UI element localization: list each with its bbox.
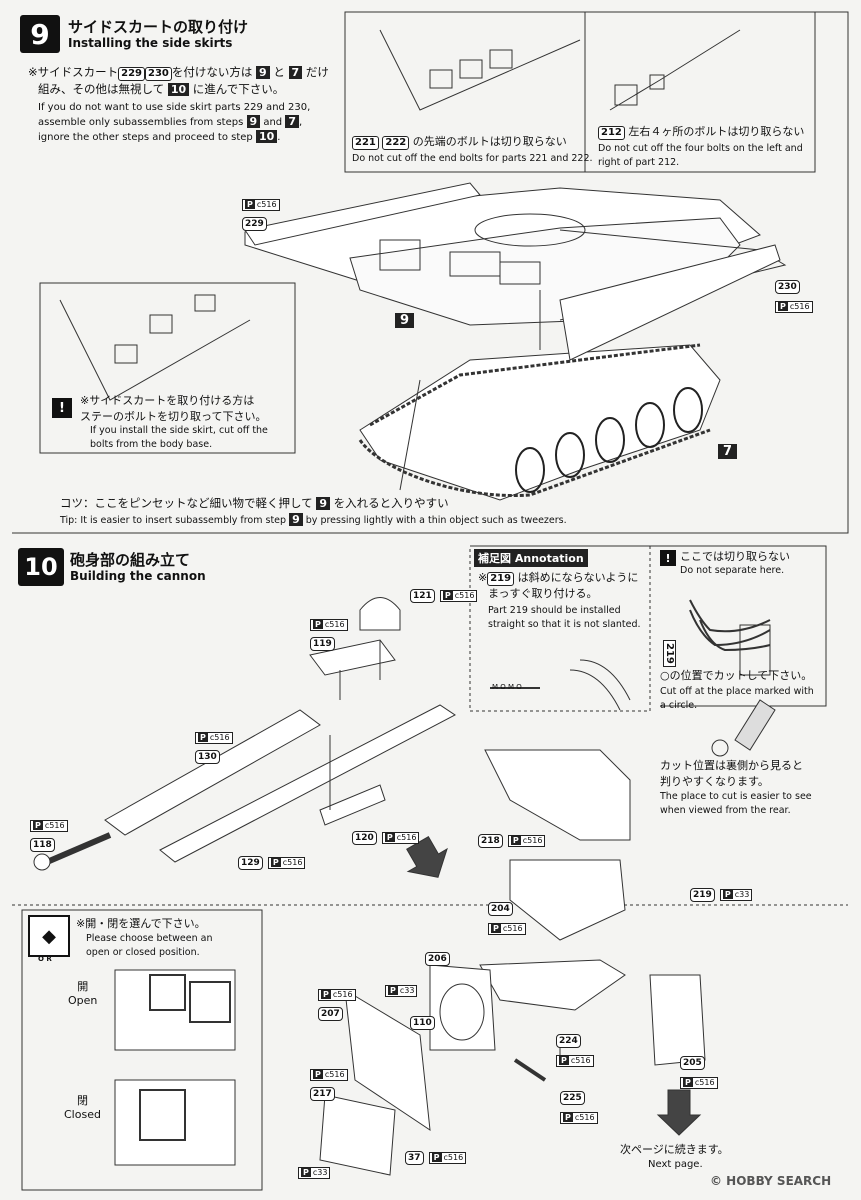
annotation-jp: ※219 は斜めにならないように まっすぐ取り付ける。 xyxy=(478,571,639,600)
label-step-9: 9 xyxy=(395,313,415,328)
step-9-note-jp-line2: 組み、その他は無視して 10 に進んで下さい。 xyxy=(38,82,285,96)
circle-note-en: Cut off at the place marked with a circl… xyxy=(660,686,814,711)
cut-note-jp: ここでは切り取らない xyxy=(680,550,790,563)
open-close-icon: ◆ xyxy=(28,915,70,957)
callout-212-jp: 212 左右４ヶ所のボルトは切り取らない xyxy=(598,124,804,140)
callout-212-en: Do not cut off the four bolts on the lef… xyxy=(598,143,803,168)
cut-note-en: Do not separate here. xyxy=(680,565,785,576)
caution-icon: ! xyxy=(52,398,72,418)
or-label: O R xyxy=(38,955,52,963)
position-select-jp: ※開・閉を選んで下さい。 xyxy=(76,917,206,930)
part-219-vertical: 219 xyxy=(663,640,676,667)
callout-221-en: Do not cut off the end bolts for parts 2… xyxy=(352,153,593,164)
callout-221-jp: 221 222 の先端のボルトは切り取らない xyxy=(352,134,567,150)
closed-label: 閉 Closed xyxy=(64,1094,101,1121)
step-10-title-jp: 砲身部の組み立て xyxy=(70,551,191,569)
annotation-ruler: M O M O xyxy=(492,683,522,691)
step-9-badge: 9 xyxy=(20,15,60,53)
step-10-badge: 10 xyxy=(18,548,64,586)
step-9-note-en: If you do not want to use side skirt par… xyxy=(38,102,311,143)
step-10-title-en: Building the cannon xyxy=(70,569,206,583)
open-label: 開 Open xyxy=(68,980,98,1007)
part-110-tag: 110 xyxy=(410,1010,435,1030)
inset-note-jp: ※サイドスカートを取り付ける方は ステーのボルトを切り取って下さい。 xyxy=(80,394,267,423)
label-step-7: 7 xyxy=(718,444,738,459)
next-page-en: Next page. xyxy=(648,1159,703,1170)
next-page-jp: 次ページに続きます。 xyxy=(620,1143,729,1156)
circle-note-jp: ○の位置でカットして下さい。 xyxy=(660,669,813,682)
tip-jp: コツ：ここをピンセットなど細い物で軽く押して 9 を入れると入りやすい xyxy=(60,496,449,510)
step-9-title-en: Installing the side skirts xyxy=(68,36,233,50)
step-9-title-jp: サイドスカートの取り付け xyxy=(68,18,249,36)
tip-en: Tip: It is easier to insert subassembly … xyxy=(60,513,567,526)
inset-note-en: If you install the side skirt, cut off t… xyxy=(90,425,268,450)
position-select-en: Please choose between an open or closed … xyxy=(86,933,213,958)
rear-note-jp: カット位置は裏側から見ると 判りやすくなります。 xyxy=(660,759,803,788)
caution-icon-cut: ! xyxy=(660,550,676,566)
annotation-header: 補足図 Annotation xyxy=(474,549,588,567)
rear-note-en: The place to cut is easier to see when v… xyxy=(660,791,812,816)
annotation-en: Part 219 should be installed straight so… xyxy=(488,605,641,630)
part-206-tag: 206 xyxy=(425,946,450,966)
watermark: © HOBBY SEARCH xyxy=(710,1174,832,1188)
